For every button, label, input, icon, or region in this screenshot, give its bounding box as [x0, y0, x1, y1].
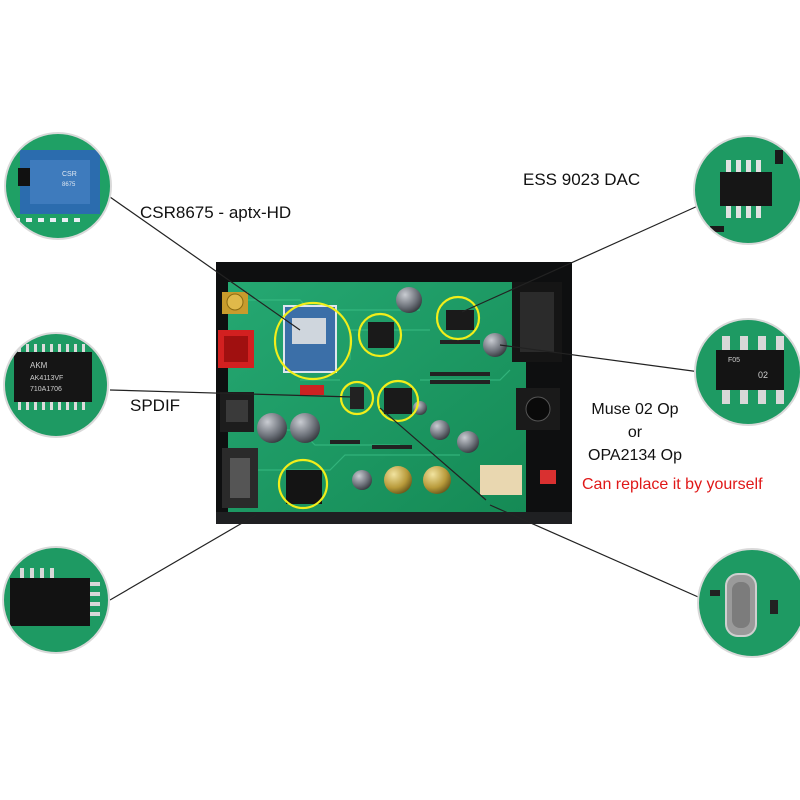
- csr-chip-text-1: CSR: [62, 171, 77, 178]
- op-chip-text-1: F05: [728, 357, 740, 364]
- label-csr8675: CSR8675 - aptx-HD: [140, 203, 292, 222]
- label-op-amp-group: Muse 02 Op or OPA2134 Op: [560, 398, 710, 467]
- akm-chip-text-2: AK4113VF: [30, 375, 63, 382]
- label-replace-note: Can replace it by yourself: [582, 476, 763, 493]
- label-muse: Muse 02 Op: [591, 401, 679, 418]
- label-spdif: SPDIF: [130, 396, 181, 415]
- akm-chip-text-1: AKM: [30, 361, 48, 370]
- callout-lines: [99, 189, 706, 601]
- main-board-photo: [216, 262, 572, 524]
- closeup-bottom-left-ic: [2, 546, 110, 654]
- csr-chip-text-2: 8675: [62, 182, 76, 188]
- closeup-ess-dac: [693, 135, 800, 245]
- closeup-csr-chip: CSR 8675: [4, 132, 112, 240]
- closeup-spdif-akm: AKM AK4113VF 710A1706: [3, 332, 109, 438]
- label-or: or: [627, 424, 643, 441]
- closeup-crystal: [697, 548, 800, 658]
- closeup-op-amp: F05 02: [694, 318, 800, 426]
- op-chip-text-2: 02: [758, 370, 768, 380]
- label-ess-dac: ESS 9023 DAC: [523, 170, 641, 189]
- akm-chip-text-3: 710A1706: [30, 386, 62, 393]
- label-opa: OPA2134 Op: [588, 447, 682, 464]
